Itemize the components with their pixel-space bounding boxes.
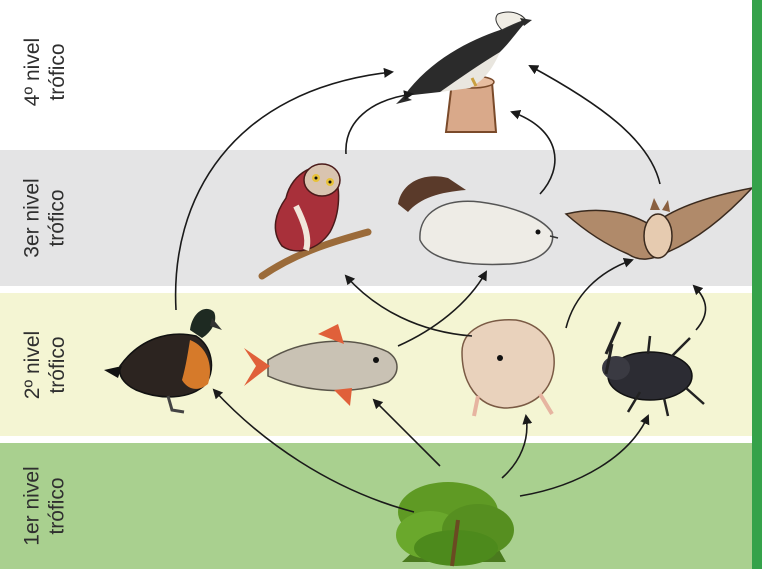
plant-illustration xyxy=(396,482,514,566)
mouse-illustration xyxy=(462,320,554,416)
osprey-illustration xyxy=(396,12,532,132)
weasel-illustration xyxy=(398,176,558,264)
fish-illustration xyxy=(244,324,397,406)
right-accent-bar xyxy=(752,0,762,569)
food-web-arrows xyxy=(176,66,706,512)
duck-illustration xyxy=(104,309,222,412)
beetle-illustration xyxy=(602,322,704,416)
owl-illustration xyxy=(262,164,368,276)
bat-illustration xyxy=(566,188,752,259)
